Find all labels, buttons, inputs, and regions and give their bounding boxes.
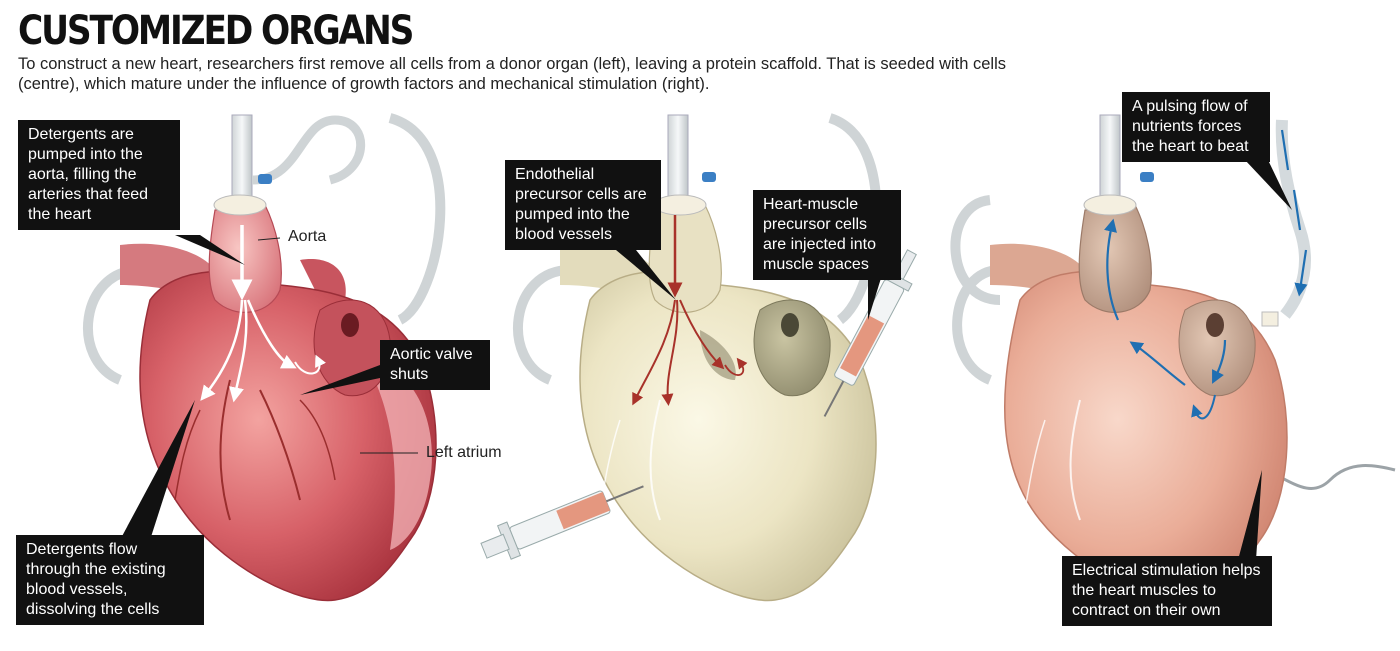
left-heart bbox=[83, 113, 446, 602]
callout-pulsing-flow: A pulsing flow of nutrients forces the h… bbox=[1122, 92, 1270, 162]
label-aorta: Aorta bbox=[288, 228, 327, 245]
pointer-pulsing-flow bbox=[1245, 160, 1292, 210]
label-left-atrium: Left atrium bbox=[426, 444, 502, 461]
pointer-heart-muscle bbox=[868, 275, 882, 320]
leader-aorta bbox=[257, 237, 281, 241]
pointer-electrical bbox=[1238, 470, 1262, 560]
centre-heart bbox=[480, 113, 917, 602]
right-heart bbox=[950, 114, 1396, 602]
callout-detergents-flow: Detergents flow through the existing blo… bbox=[16, 535, 204, 625]
callout-detergents-pumped: Detergents are pumped into the aorta, fi… bbox=[18, 120, 180, 230]
pointer-detergents-flow bbox=[120, 400, 195, 540]
pointer-detergents-pumped bbox=[175, 235, 245, 265]
pointer-endothelial bbox=[610, 245, 676, 300]
callout-heart-muscle: Heart-muscle precursor cells are injecte… bbox=[753, 190, 901, 280]
page-subtitle: To construct a new heart, researchers fi… bbox=[18, 55, 1007, 93]
callout-endothelial: Endothelial precursor cells are pumped i… bbox=[505, 160, 661, 250]
callout-electrical: Electrical stimulation helps the heart m… bbox=[1062, 556, 1272, 626]
pointer-aortic-valve bbox=[300, 365, 380, 395]
callout-aortic-valve: Aortic valve shuts bbox=[380, 340, 490, 390]
page-title: CUSTOMIZED ORGANS bbox=[18, 8, 414, 54]
